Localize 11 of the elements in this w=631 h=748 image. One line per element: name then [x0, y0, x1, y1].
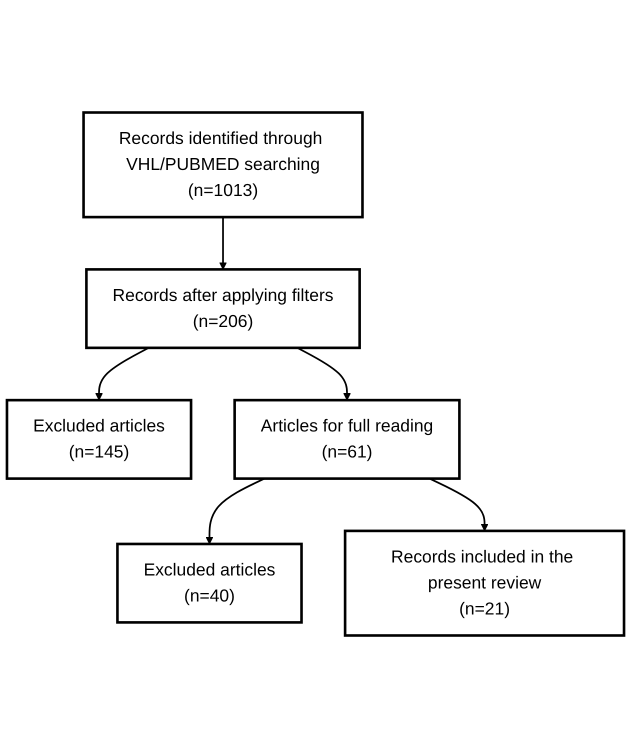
- arrow: [297, 347, 351, 400]
- arrow: [95, 347, 150, 400]
- node-box: Excluded articles (n=145): [6, 398, 192, 480]
- node-box: Excluded articles (n=40): [116, 542, 303, 624]
- node-box: Records included in the present review (n=21): [344, 530, 626, 637]
- arrow: [429, 478, 488, 532]
- node-box: Records identified through VHL/PUBMED searching (n=1013): [82, 111, 364, 218]
- arrow: [219, 217, 227, 270]
- node-box: Records after applying filters (n=206): [85, 268, 361, 350]
- node-box: Articles for full reading (n=61): [233, 398, 461, 480]
- arrow: [206, 478, 265, 544]
